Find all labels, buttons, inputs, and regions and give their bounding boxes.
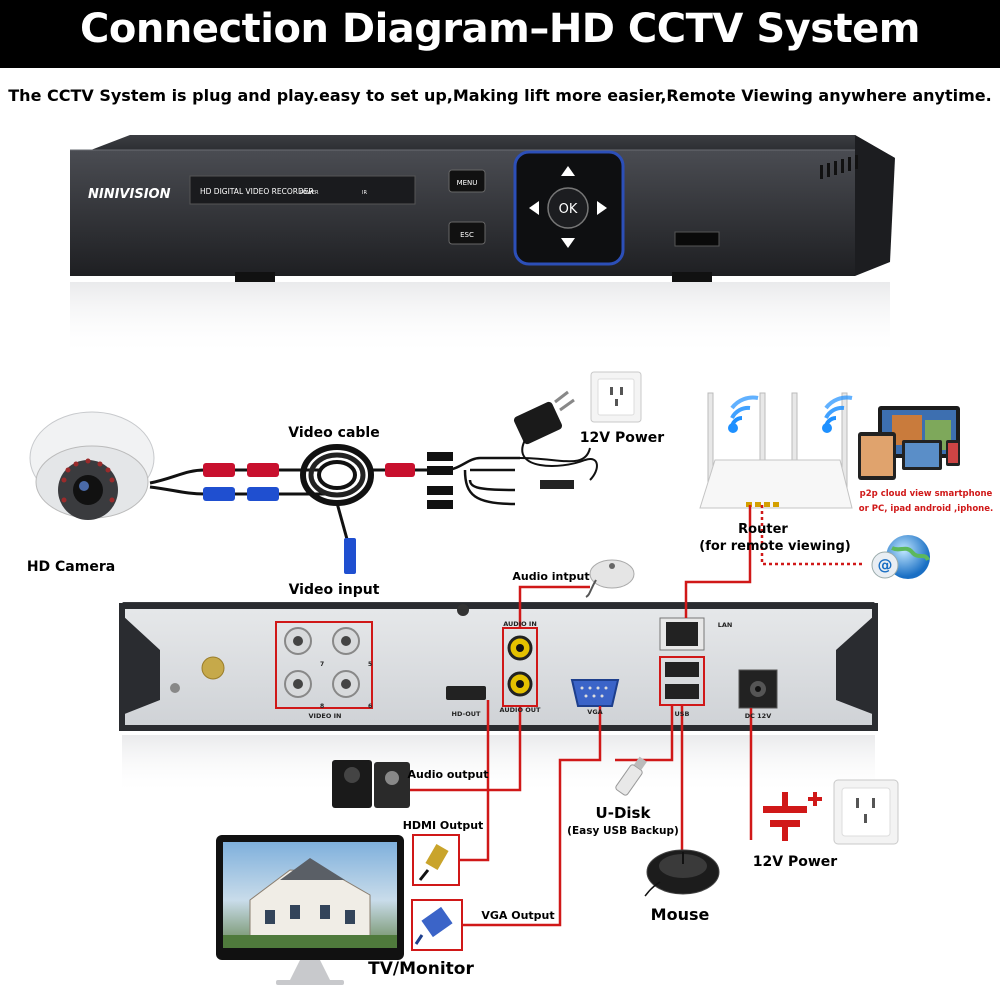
label-router: Router <box>738 522 788 537</box>
video-in-label: VIDEO IN <box>309 712 342 720</box>
label-p2p-2: or PC, ipad android ,iphone. <box>859 504 993 514</box>
esc-label: ESC <box>460 231 474 239</box>
dvr-ir-label: IR <box>362 190 367 196</box>
label-p2p-1: p2p cloud view smartphone <box>860 489 993 499</box>
label-video-input: Video input <box>289 582 380 598</box>
dvr-model: HD DIGITAL VIDEO RECORDER <box>200 187 314 196</box>
lan-label: LAN <box>718 621 733 629</box>
lan-port <box>659 617 705 651</box>
power-outlet-top <box>590 371 642 423</box>
ok-label: OK <box>559 202 578 217</box>
label-power-right: 12V Power <box>753 854 837 870</box>
label-video-cable: Video cable <box>288 425 379 441</box>
connection-lines <box>410 505 862 927</box>
router-illustration <box>699 392 853 509</box>
label-vga-output: VGA Output <box>481 909 554 922</box>
power-symbol-icon <box>763 792 822 841</box>
vga-cable-icon <box>411 899 463 951</box>
label-router-sub: (for remote viewing) <box>699 539 850 554</box>
udisk-illustration <box>615 756 647 796</box>
video-cable-illustration <box>149 444 591 574</box>
video-in-ports <box>275 621 373 709</box>
title-bar <box>0 0 1000 68</box>
hd-camera-illustration <box>29 411 155 520</box>
port-label-5: 5 <box>368 661 372 668</box>
label-tv-monitor: TV/Monitor <box>368 959 474 979</box>
usb-ports <box>659 656 705 706</box>
dvr-brand: NINIVISION <box>88 187 171 202</box>
hdmi-cable-icon <box>412 834 460 886</box>
menu-button <box>448 169 486 193</box>
vga-label: VGA <box>587 708 602 716</box>
dvr-front-unit <box>70 135 895 357</box>
usb-label: USB <box>675 710 690 718</box>
hd-out-label: HD-OUT <box>452 710 481 718</box>
speakers-illustration <box>332 760 410 808</box>
label-mouse: Mouse <box>651 905 710 924</box>
arrow-up-icon <box>561 166 575 176</box>
wifi-icon-2 <box>822 395 853 433</box>
hdmi-port <box>446 686 486 700</box>
power-outlet-right <box>833 779 899 845</box>
label-power-top: 12V Power <box>580 430 664 446</box>
arrow-right-icon <box>597 201 607 215</box>
ok-button <box>547 187 589 229</box>
label-udisk: U-Disk <box>596 804 652 822</box>
page-title: Connection Diagram–HD CCTV System <box>80 6 920 52</box>
label-hd-camera: HD Camera <box>27 559 115 575</box>
dvr-power-led: POWER <box>300 190 319 196</box>
mouse-illustration <box>644 849 720 897</box>
audio-in-label: AUDIO IN <box>503 620 537 628</box>
port-label-7: 7 <box>320 661 324 668</box>
menu-label: MENU <box>457 179 478 187</box>
dc-power-port <box>738 669 778 709</box>
internet-globe-icon: @ <box>871 535 930 579</box>
port-label-8: 8 <box>320 703 324 710</box>
vga-port <box>570 679 620 707</box>
label-audio-output: Audio output <box>408 768 489 781</box>
label-hdmi-output: HDMI Output <box>403 819 484 832</box>
label-udisk-sub: (Easy USB Backup) <box>567 825 679 837</box>
arrow-down-icon <box>561 238 575 248</box>
power-adapter <box>513 390 598 481</box>
arrow-left-icon <box>529 201 539 215</box>
wifi-icon <box>728 395 759 433</box>
dc-label: DC 12V <box>745 712 772 720</box>
audio-out-label: AUDIO OUT <box>500 706 542 714</box>
tv-monitor-illustration <box>216 835 404 985</box>
label-audio-input: Audio intput <box>512 570 589 583</box>
remote-devices-illustration <box>858 406 960 480</box>
esc-button <box>448 221 486 245</box>
svg-text:@: @ <box>878 556 893 574</box>
page-subtitle: The CCTV System is plug and play.easy to… <box>8 86 992 105</box>
microphone-illustration <box>585 559 635 598</box>
port-label-6: 6 <box>368 703 372 710</box>
